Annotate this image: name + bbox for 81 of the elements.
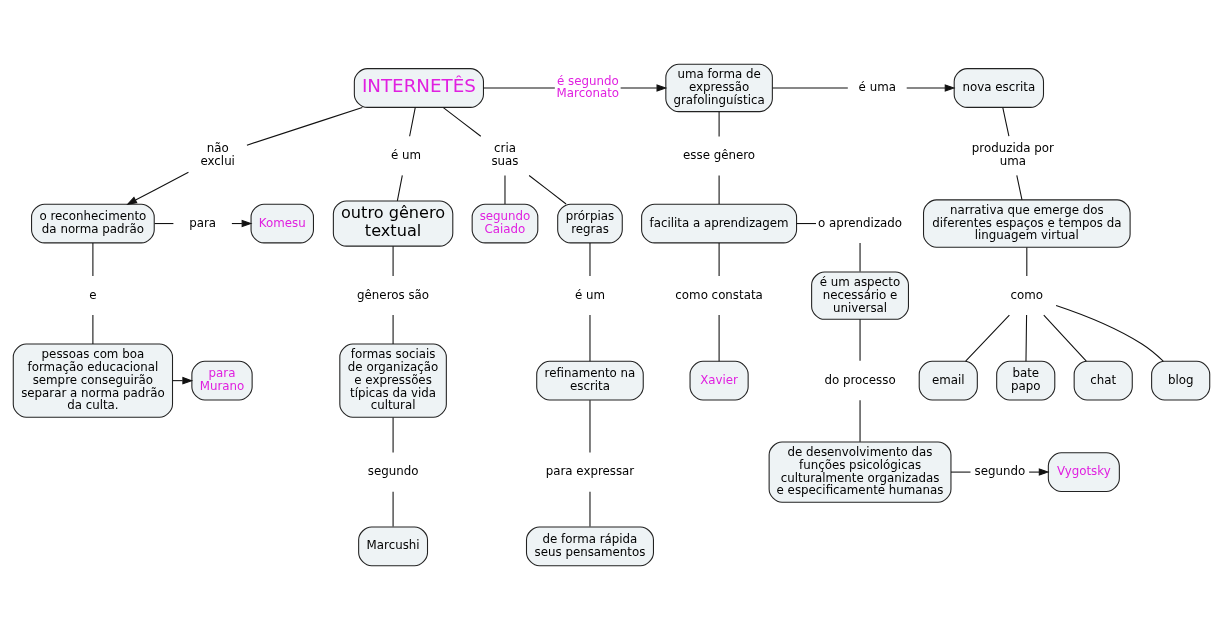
connector — [718, 174, 720, 205]
node-box: formas sociais de organização e expressões típicas da vida cultural — [339, 343, 447, 418]
node-text: é um — [390, 147, 422, 162]
node-box: Komesu — [250, 203, 314, 244]
node-text: é segundo Marconato — [556, 73, 620, 101]
node-text: para expressar — [545, 464, 635, 479]
node-box: blog — [1151, 360, 1211, 401]
node-box: Marcushi — [358, 526, 429, 567]
connector — [965, 314, 1010, 362]
connector — [528, 174, 567, 205]
connector — [1043, 314, 1087, 362]
arrow — [126, 171, 189, 205]
connector — [589, 399, 591, 454]
node-box: outro gênero textual — [332, 200, 454, 247]
connector — [950, 471, 972, 473]
node-text: e — [89, 287, 97, 302]
connector — [392, 314, 394, 345]
connector — [483, 87, 556, 89]
node-text: não exclui — [200, 141, 235, 169]
connector — [796, 223, 817, 225]
node-box: chat — [1073, 360, 1133, 401]
node-text: segundo — [367, 464, 419, 479]
connector — [1002, 107, 1010, 137]
node-box: de forma rápida seus pensamentos — [525, 526, 654, 567]
arrow — [620, 84, 668, 92]
node-box: nova escrita — [953, 68, 1045, 108]
connector — [392, 416, 394, 454]
connector — [1016, 174, 1023, 201]
node-text: gêneros são — [357, 287, 430, 302]
node-box: é um aspecto necessário e universal — [811, 271, 909, 320]
node-box: Vygotsky — [1047, 452, 1120, 492]
node-text: para — [189, 215, 217, 230]
node-text: segundo — [974, 464, 1026, 479]
connector — [718, 242, 720, 277]
node-box: Xavier — [689, 360, 749, 401]
node-box: refinamento na escrita — [536, 360, 644, 401]
connector — [718, 111, 720, 137]
connector — [772, 87, 849, 89]
connector — [396, 174, 403, 202]
arrow — [1028, 468, 1050, 476]
node-text: o aprendizado — [817, 215, 903, 230]
node-box: narrativa que emerge dos diferentes espaços e tempos da linguagem virtual — [923, 199, 1131, 248]
node-box: bate papo — [996, 360, 1056, 401]
node-text: é um — [574, 287, 606, 302]
connector — [409, 107, 416, 137]
node-box: pessoas com boa formação educacional sempre conseguirão separar a norma padrão da culta. — [12, 343, 174, 418]
node-box: segundo Caiado — [471, 203, 539, 244]
arrow — [906, 84, 956, 92]
connector — [859, 242, 861, 273]
arrow — [231, 219, 253, 228]
node-text: como — [1010, 287, 1044, 302]
connector — [92, 314, 94, 345]
connector — [859, 318, 861, 362]
node-text: é uma — [858, 79, 896, 94]
node-text: cria suas — [491, 141, 519, 169]
node-box: email — [918, 360, 978, 401]
node-box: o reconhecimento da norma padrão — [31, 203, 155, 244]
connector — [718, 314, 720, 362]
node-box: prórpias regras — [557, 203, 623, 244]
node-text: esse gênero — [683, 147, 756, 162]
connector — [392, 491, 394, 528]
node-box: para Murano — [191, 360, 253, 401]
node-box: uma forma de expressão grafolinguística — [665, 63, 773, 113]
connector — [392, 245, 394, 277]
connector — [1026, 247, 1028, 277]
connector — [589, 242, 591, 277]
connector — [246, 106, 363, 146]
connector — [1055, 305, 1164, 362]
node-text: como constata — [675, 287, 763, 302]
node-text: do processo — [824, 372, 896, 387]
node-box: de desenvolvimento das funções psicológicas culturalmente organizadas e especificamente humanas — [768, 441, 952, 503]
connector — [154, 223, 174, 225]
connector — [442, 107, 482, 137]
node-box: facilita a aprendizagem — [641, 203, 798, 244]
node-text: produzida por uma — [971, 141, 1054, 169]
connector — [859, 399, 861, 443]
connector — [589, 314, 591, 362]
connector — [92, 242, 94, 277]
node-box: INTERNETÊS — [353, 68, 484, 108]
connector — [504, 174, 506, 205]
connector — [1025, 314, 1028, 362]
